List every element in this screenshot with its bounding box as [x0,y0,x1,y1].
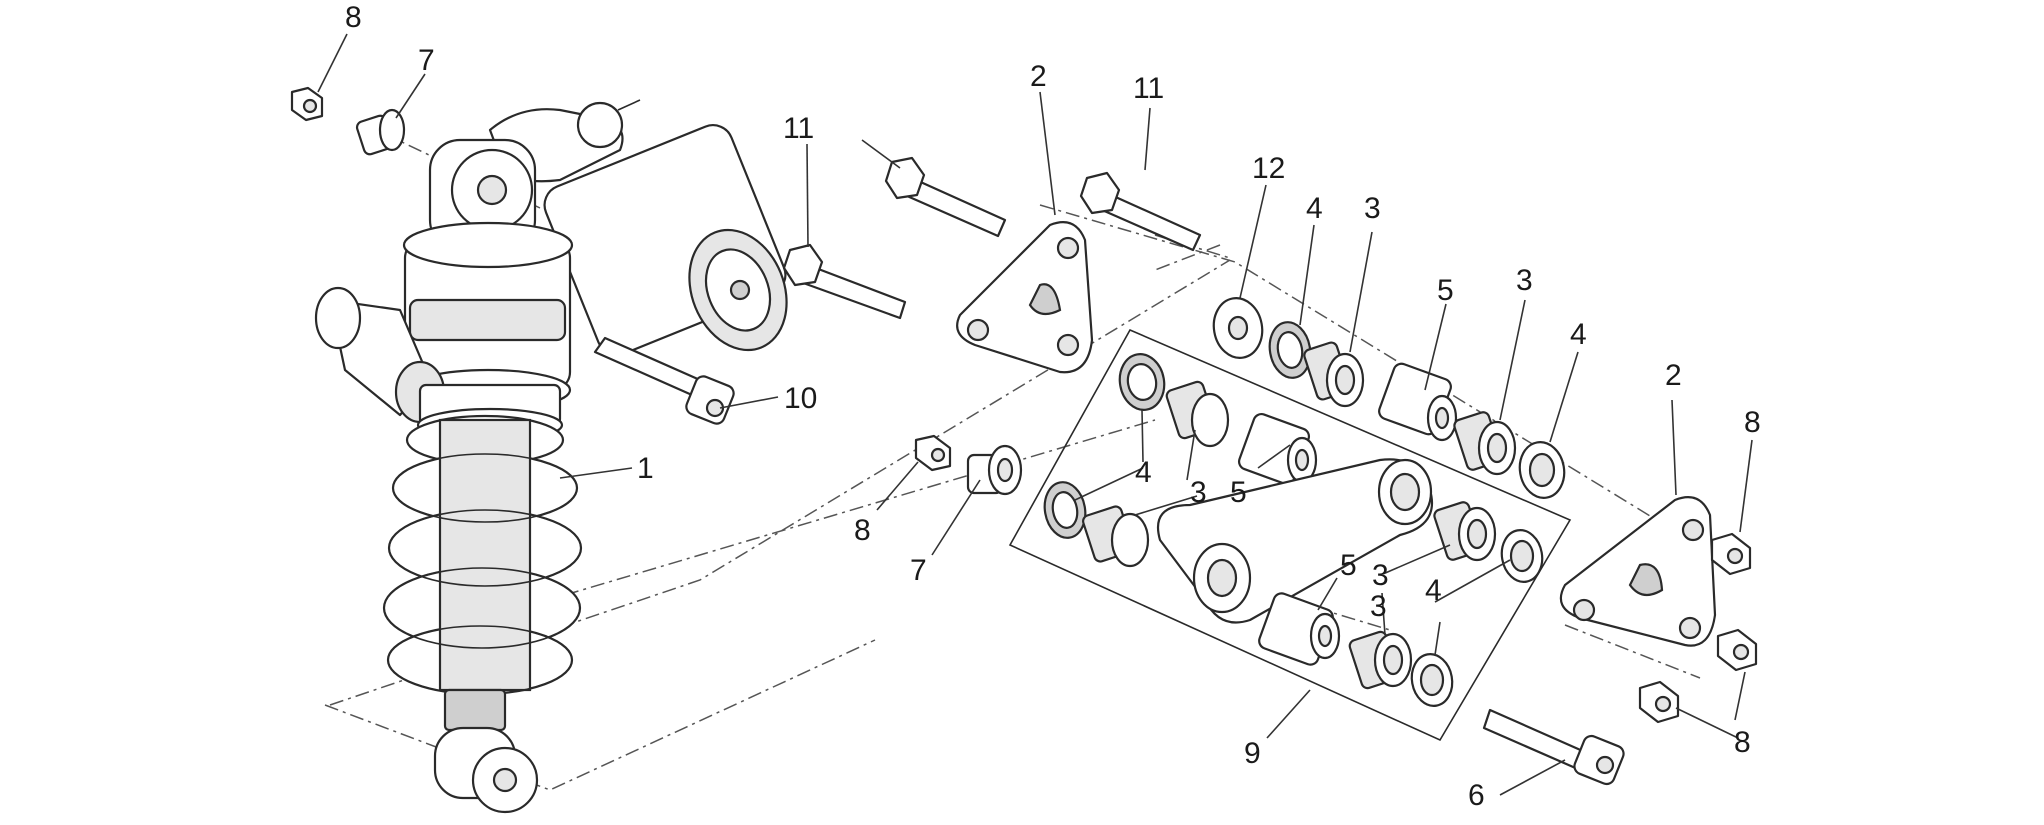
nut-8-right-middle [1716,628,1758,672]
bushing-3-box-right [1433,501,1497,562]
callout-7-middle: 7 [910,554,927,587]
washer-12 [1212,297,1264,359]
callout-5-box-bottom: 5 [1340,549,1357,582]
callout-labels: 8 7 2 11 11 12 4 3 5 3 4 2 8 10 1 4 3 5 … [345,1,1761,812]
callout-11-right: 11 [1133,72,1164,105]
callout-5-box-top: 5 [1230,476,1247,509]
bolt-11-left [782,243,907,320]
spacer-5-box-bottom [1258,592,1341,666]
bushing-3-box-bottom [1348,630,1413,690]
plate-2-right [1559,496,1717,647]
plate-2-left [956,221,1094,374]
ring-4-box-bottom [1410,653,1454,707]
ring-4-upper-right [1518,441,1566,499]
ring-4-box-top [1118,353,1166,411]
callout-6: 6 [1468,779,1485,812]
bolt-10 [593,336,735,425]
callout-8-middle: 8 [854,514,871,547]
callout-3-box-right: 3 [1372,559,1389,592]
nut-8-middle [914,434,952,472]
callout-4-box-top: 4 [1135,456,1152,489]
leader-lines [317,33,1753,796]
callout-8-top-left: 8 [345,1,362,34]
ring-4-box-left [1043,481,1087,539]
bushing-3-box-left [1082,505,1150,568]
callout-4-upper-right: 4 [1570,318,1587,351]
callout-2-right: 2 [1665,359,1682,392]
callout-10: 10 [784,382,817,415]
bushing-7-top-left [355,108,406,156]
bolt-11-right [1079,171,1202,252]
bolt-11-middle [884,156,1007,238]
coil-spring [382,414,583,696]
ring-4-box-right [1500,529,1544,583]
nut-8-right-top [1710,532,1752,576]
bolt-6 [1482,708,1625,786]
callout-8-right-bottom: 8 [1734,726,1751,759]
ring-4-upper-left [1268,321,1312,379]
link-arm [1156,458,1434,624]
shock-absorber [314,99,788,814]
callout-11-left: 11 [783,112,814,145]
bushing-7-middle [966,444,1023,496]
bushing-3-upper-right [1453,411,1517,476]
spacer-5-upper [1378,362,1458,442]
callout-12: 12 [1252,152,1285,185]
callout-3-upper-right: 3 [1516,264,1533,297]
callout-1: 1 [637,452,654,485]
callout-9: 9 [1244,737,1261,770]
nut-8-right-bottom [1638,680,1680,724]
callout-8-right-top: 8 [1744,406,1761,439]
box-9-outline [1008,328,1572,742]
callout-3-box-bottom: 3 [1370,590,1387,623]
bushing-3-box-top [1165,380,1230,448]
callout-7-top-left: 7 [418,44,435,77]
nut-8-top-left [290,86,324,122]
callout-3-upper-left: 3 [1364,192,1381,225]
callout-5-upper: 5 [1437,274,1454,307]
bushing-3-upper-left [1303,341,1365,408]
callout-4-box-bottom: 4 [1425,574,1442,607]
callout-3-box-top: 3 [1190,476,1207,509]
spacer-5-box-top [1237,412,1318,486]
callout-4-upper-left: 4 [1306,192,1323,225]
callout-2-left: 2 [1030,60,1047,93]
